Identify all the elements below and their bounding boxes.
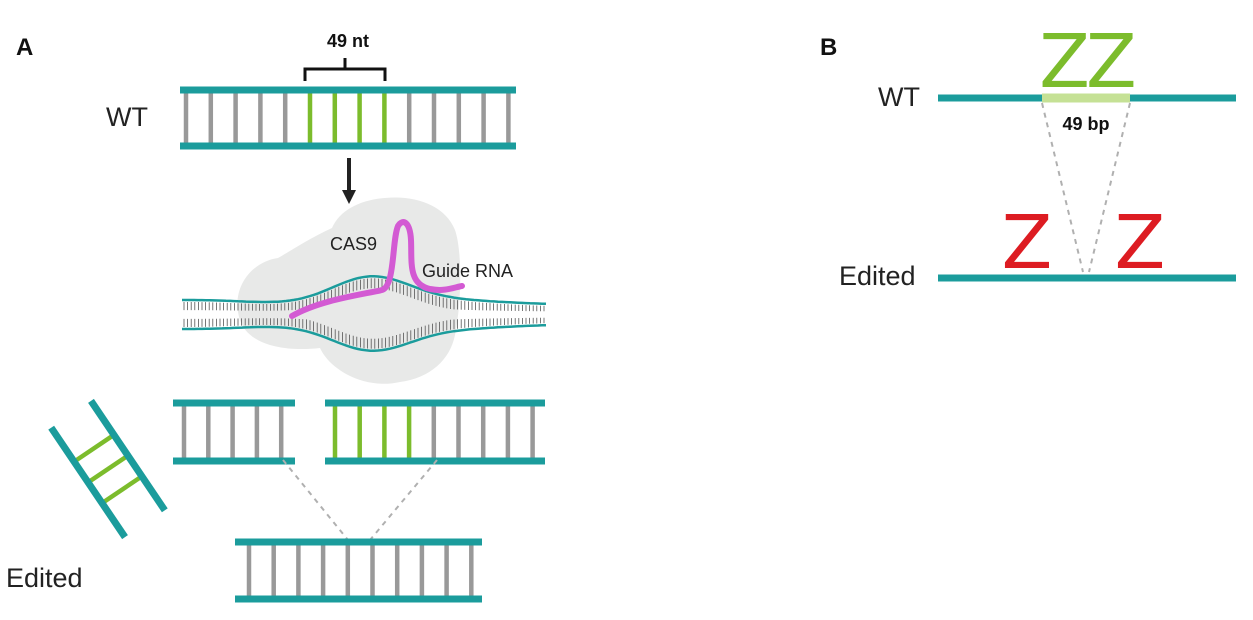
excised-backbone-left [48,425,128,540]
join-line-right [369,459,438,541]
edited-label-a: Edited [6,563,83,593]
join-line-b-left [1041,102,1084,273]
excised-rung [100,474,144,506]
cas9-protein-blob [237,197,461,384]
dna-helix [182,275,547,352]
panel-b: B WT ZZ 49 bp Edited Z Z [820,19,1236,291]
segment-length-label: 49 nt [327,31,369,51]
edited-dna-ladder [235,538,482,603]
edited-label-b: Edited [839,261,916,291]
target-bracket: 49 nt [303,31,387,81]
edited-z-left: Z [1002,200,1053,286]
join-line-left [282,459,349,541]
arrow-head [342,190,356,204]
excised-rung [72,432,116,464]
helix-strand-top [182,275,547,306]
panel-b-label: B [820,34,837,61]
bracket-shape [303,58,387,81]
guide-rna-label: Guide RNA [422,261,513,281]
cas9-label: CAS9 [330,234,377,254]
join-line-b-right [1088,102,1131,273]
wt-dna-ladder [180,86,516,150]
helix-strand-bottom [182,323,547,352]
join-lines-b [1041,102,1131,273]
deletion-length-label: 49 bp [1062,114,1109,134]
wt-label-b: WT [878,82,920,112]
left-cut-fragment [173,399,295,465]
down-arrow [342,158,356,204]
wt-z-glyphs: ZZ [1039,19,1134,105]
join-lines-a [282,459,438,541]
panel-a-label: A [16,34,33,61]
excised-fragment [48,398,168,540]
excised-backbone-right [88,398,168,513]
excised-rung [86,453,130,485]
wt-label-a: WT [106,102,148,132]
right-cut-fragment [325,399,545,465]
edited-z-right: Z [1115,200,1166,286]
guide-rna-strand [289,219,465,319]
